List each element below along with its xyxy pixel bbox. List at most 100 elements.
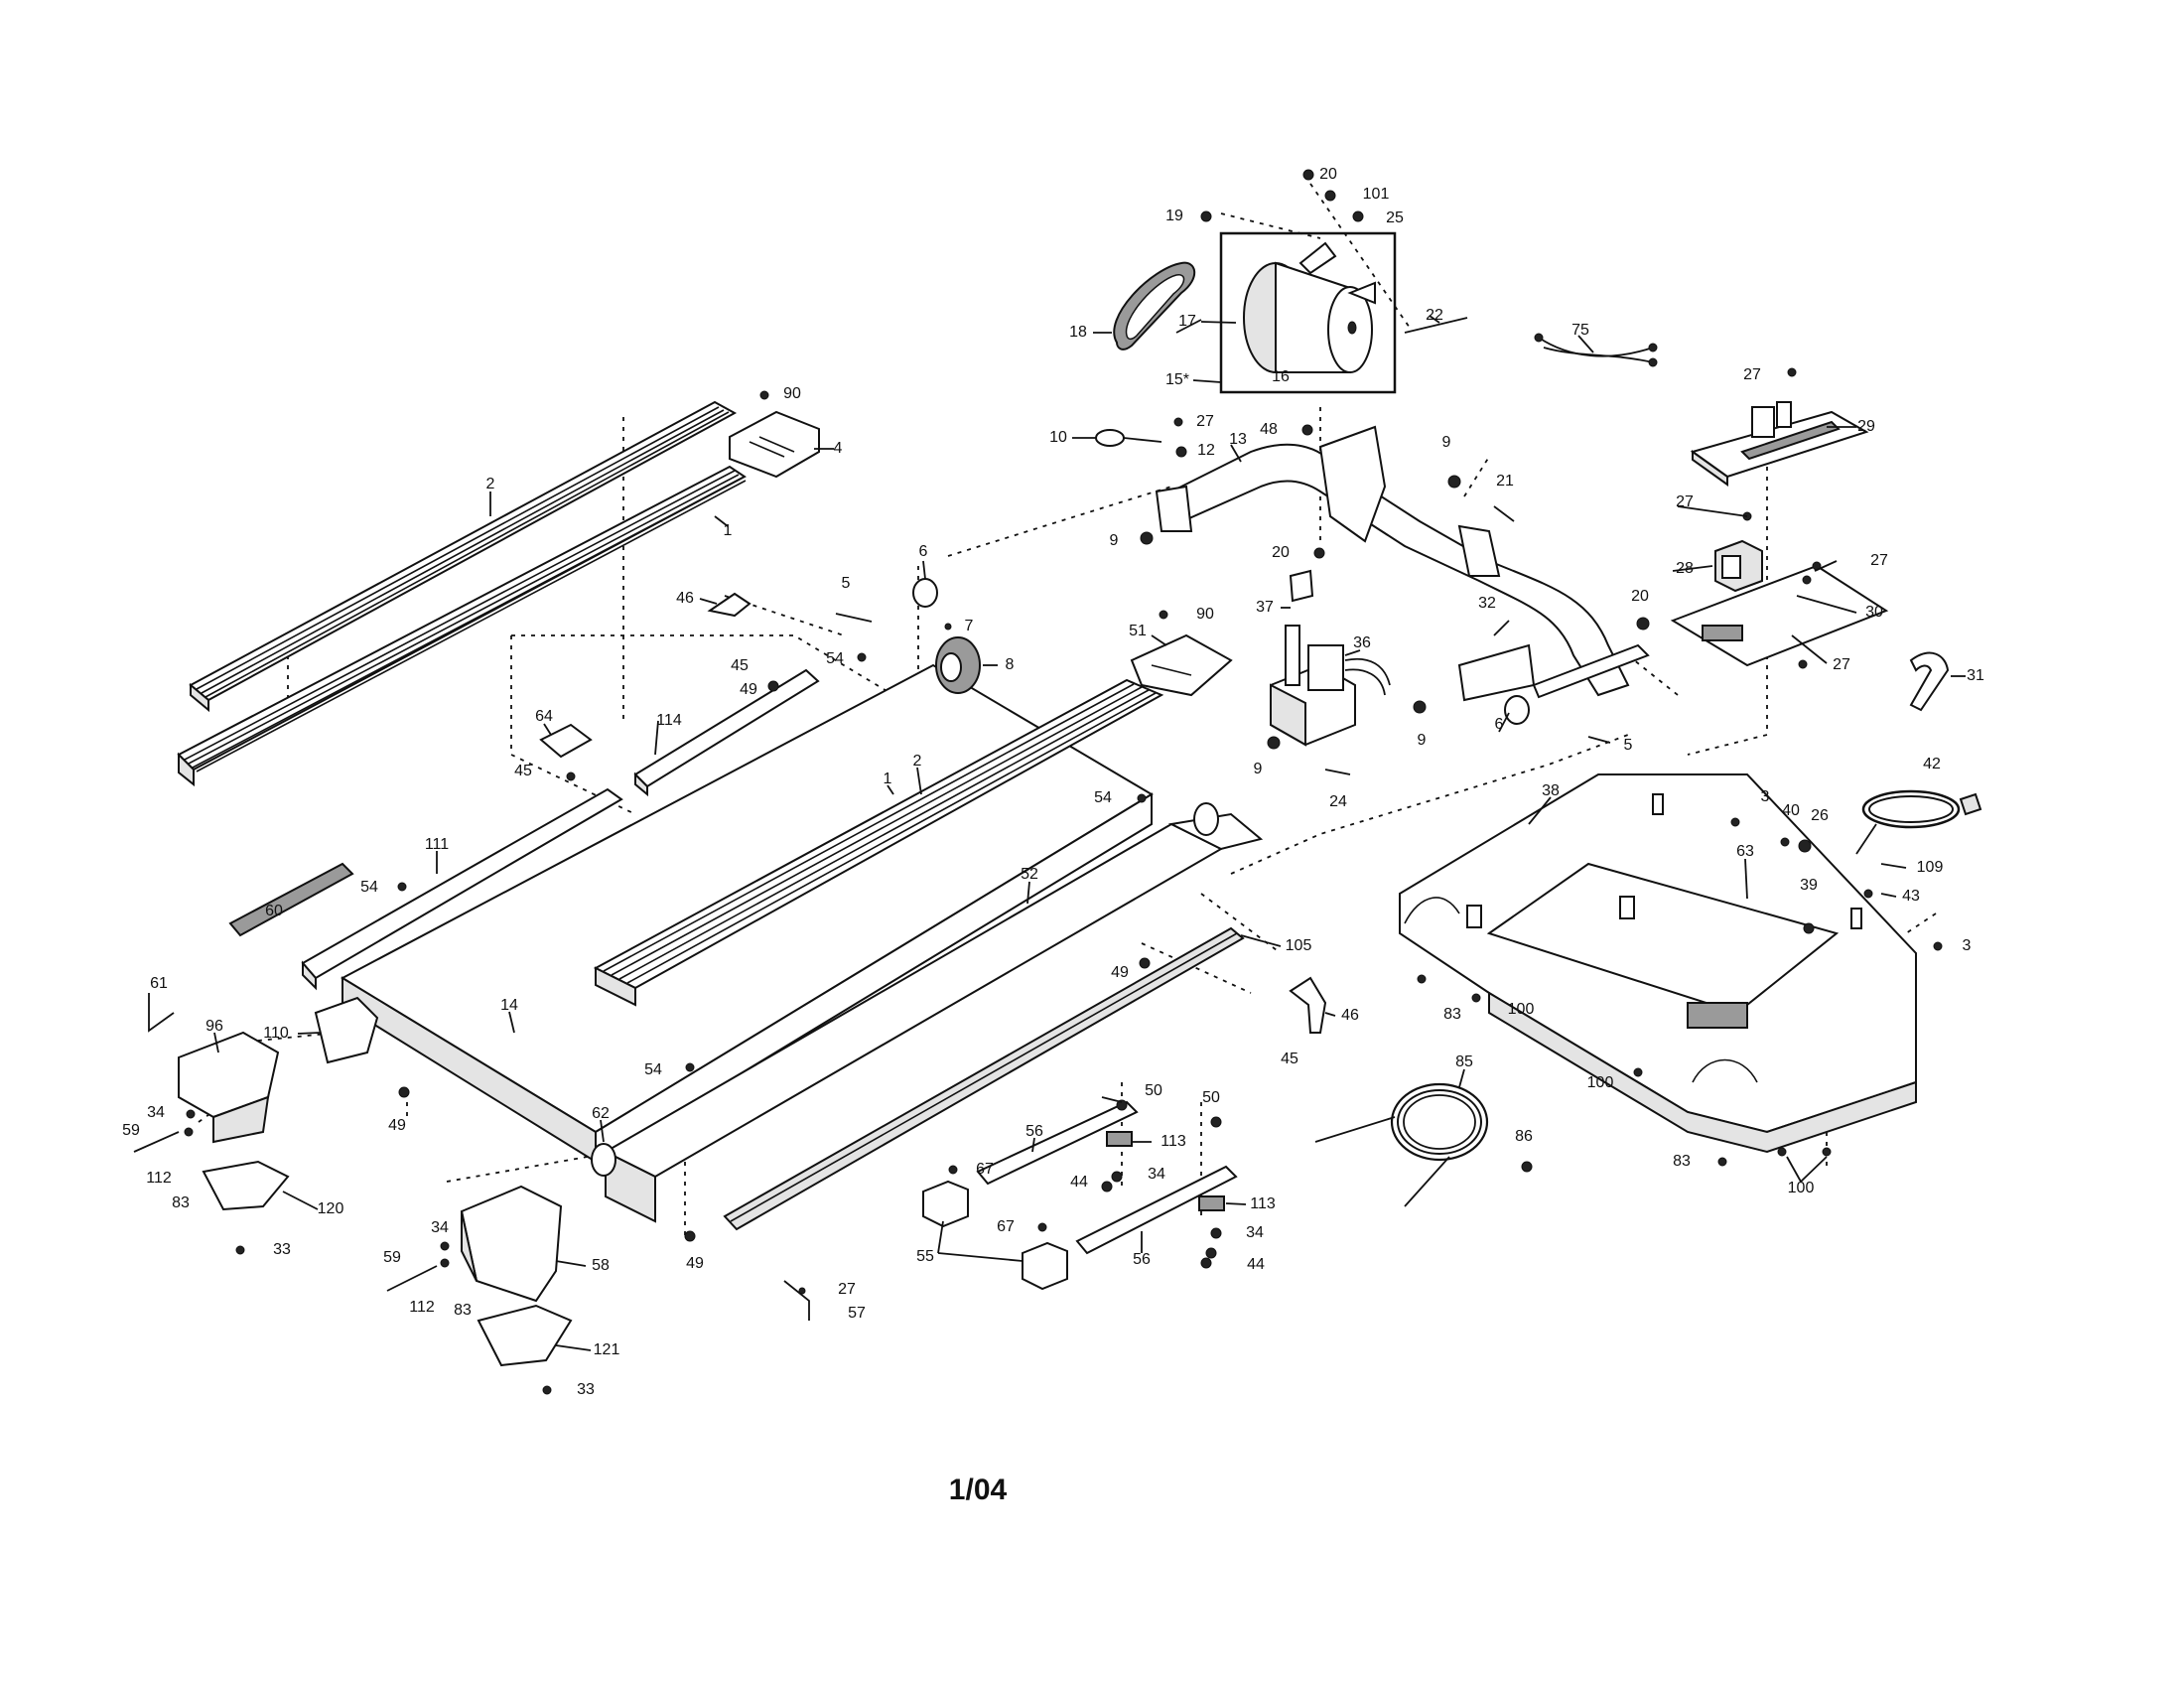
callout-c49a: 49 (740, 681, 757, 698)
callout-c33a: 33 (273, 1241, 291, 1258)
hardware-fasteners (184, 169, 1943, 1395)
part-46-bracket (707, 592, 1327, 1034)
callout-c109: 109 (1917, 859, 1944, 876)
part-105-rail (723, 926, 1245, 1231)
part-113-pads (1106, 1131, 1225, 1211)
part-38-motor-hood (1399, 773, 1917, 1154)
callout-c17: 17 (1178, 313, 1196, 330)
part-51-bracket (1130, 633, 1233, 697)
callout-c30: 30 (1865, 604, 1883, 621)
callout-c44a: 44 (1070, 1174, 1088, 1191)
callout-c34a: 34 (147, 1104, 165, 1121)
callout-c27a: 27 (1743, 366, 1761, 383)
callout-c6b: 6 (1495, 716, 1504, 733)
callout-c113b: 113 (1250, 1195, 1276, 1212)
callout-c75: 75 (1571, 322, 1589, 339)
callout-c27d: 27 (1870, 552, 1888, 569)
callout-c26: 26 (1811, 807, 1829, 824)
part-61-allen-wrench (148, 993, 175, 1033)
motor-assembly (1219, 231, 1397, 394)
callout-c63: 63 (1736, 843, 1754, 860)
part-18-belt (1113, 261, 1196, 351)
right-side-rail (593, 678, 1164, 1007)
callout-c83c: 83 (1673, 1153, 1691, 1170)
callout-c60: 60 (265, 903, 283, 919)
callout-c110: 110 (263, 1025, 289, 1042)
callout-c83d: 83 (454, 1302, 472, 1319)
callout-c50a: 50 (1145, 1082, 1162, 1099)
callout-c32: 32 (1478, 595, 1496, 612)
callout-c22: 22 (1426, 307, 1443, 324)
part-57-clip (783, 1280, 810, 1321)
part-120-end-cap-insert (202, 1160, 290, 1211)
callout-c5b: 5 (1624, 737, 1633, 754)
callout-c49c: 49 (388, 1117, 406, 1134)
callout-c49d: 49 (686, 1255, 704, 1272)
callout-c56a: 56 (1025, 1123, 1043, 1140)
part-22-bolt (1404, 317, 1468, 334)
callout-c25: 25 (1386, 210, 1404, 226)
callout-c36: 36 (1353, 634, 1371, 651)
callout-c114: 114 (656, 712, 682, 729)
part-85-wire-coil (1314, 1082, 1489, 1207)
callout-c59b: 59 (383, 1249, 401, 1266)
callout-c112b: 112 (409, 1299, 435, 1316)
part-6-wheels (912, 578, 1530, 725)
callout-c31: 31 (1967, 667, 1984, 684)
callout-c13: 13 (1229, 431, 1247, 448)
left-side-rails (177, 400, 747, 787)
callout-c2a: 2 (486, 476, 495, 492)
part-30-plate (1670, 564, 1889, 667)
callout-c83b: 83 (172, 1194, 190, 1211)
callout-c9b: 9 (1110, 532, 1119, 549)
callout-c105: 105 (1286, 937, 1312, 954)
callout-c37: 37 (1256, 599, 1274, 616)
callout-c59a: 59 (122, 1122, 140, 1139)
callout-c16: 16 (1272, 368, 1290, 385)
callout-c61: 61 (150, 975, 168, 992)
callout-labels: 2010125192218171615*75272990427101213489… (122, 166, 1984, 1398)
callout-c100a: 100 (1508, 1001, 1535, 1018)
callout-c33b: 33 (577, 1381, 595, 1398)
callout-c50b: 50 (1202, 1089, 1220, 1106)
callout-c49b: 49 (1111, 964, 1129, 981)
callout-c5a: 5 (842, 575, 851, 592)
part-56-crossbars (976, 1100, 1238, 1255)
callout-c54c: 54 (360, 879, 378, 896)
callout-c44b: 44 (1247, 1256, 1265, 1273)
callout-c27f: 27 (838, 1281, 856, 1298)
callout-c45a: 45 (731, 657, 749, 674)
callout-c62: 62 (592, 1105, 610, 1122)
callout-c6a: 6 (919, 543, 928, 560)
part-13-upright-frame (1155, 425, 1650, 702)
callout-c54d: 54 (644, 1061, 662, 1078)
callout-c12: 12 (1197, 442, 1215, 459)
callout-c90b: 90 (1196, 606, 1214, 623)
part-75-wire (1534, 333, 1658, 367)
callout-c46a: 46 (676, 590, 694, 607)
callout-c9c: 9 (1254, 761, 1263, 777)
part-29-controller-board (1690, 401, 1869, 487)
callout-c96: 96 (205, 1018, 223, 1035)
callout-c34c: 34 (431, 1219, 449, 1236)
part-110-end-bracket (314, 996, 379, 1064)
callout-c1a: 1 (724, 522, 733, 539)
callout-leaders (213, 315, 1966, 1351)
callout-c45c: 45 (1281, 1051, 1298, 1067)
callout-c21: 21 (1496, 473, 1514, 490)
callout-c90a: 90 (783, 385, 801, 402)
part-31-strap (1909, 651, 1950, 712)
callout-c19: 19 (1165, 208, 1183, 224)
callout-c100c: 100 (1788, 1180, 1815, 1196)
callout-c58: 58 (592, 1257, 610, 1274)
callout-c101: 101 (1363, 186, 1390, 203)
callout-c85: 85 (1455, 1053, 1473, 1070)
callout-c56b: 56 (1133, 1251, 1151, 1268)
callout-c8: 8 (1006, 656, 1015, 673)
hardware-bolts (133, 505, 1611, 1292)
callout-c10: 10 (1049, 429, 1067, 446)
part-28-transformer (1714, 539, 1763, 593)
callout-c9a: 9 (1442, 434, 1451, 451)
part-96-end-cap (178, 1031, 280, 1144)
